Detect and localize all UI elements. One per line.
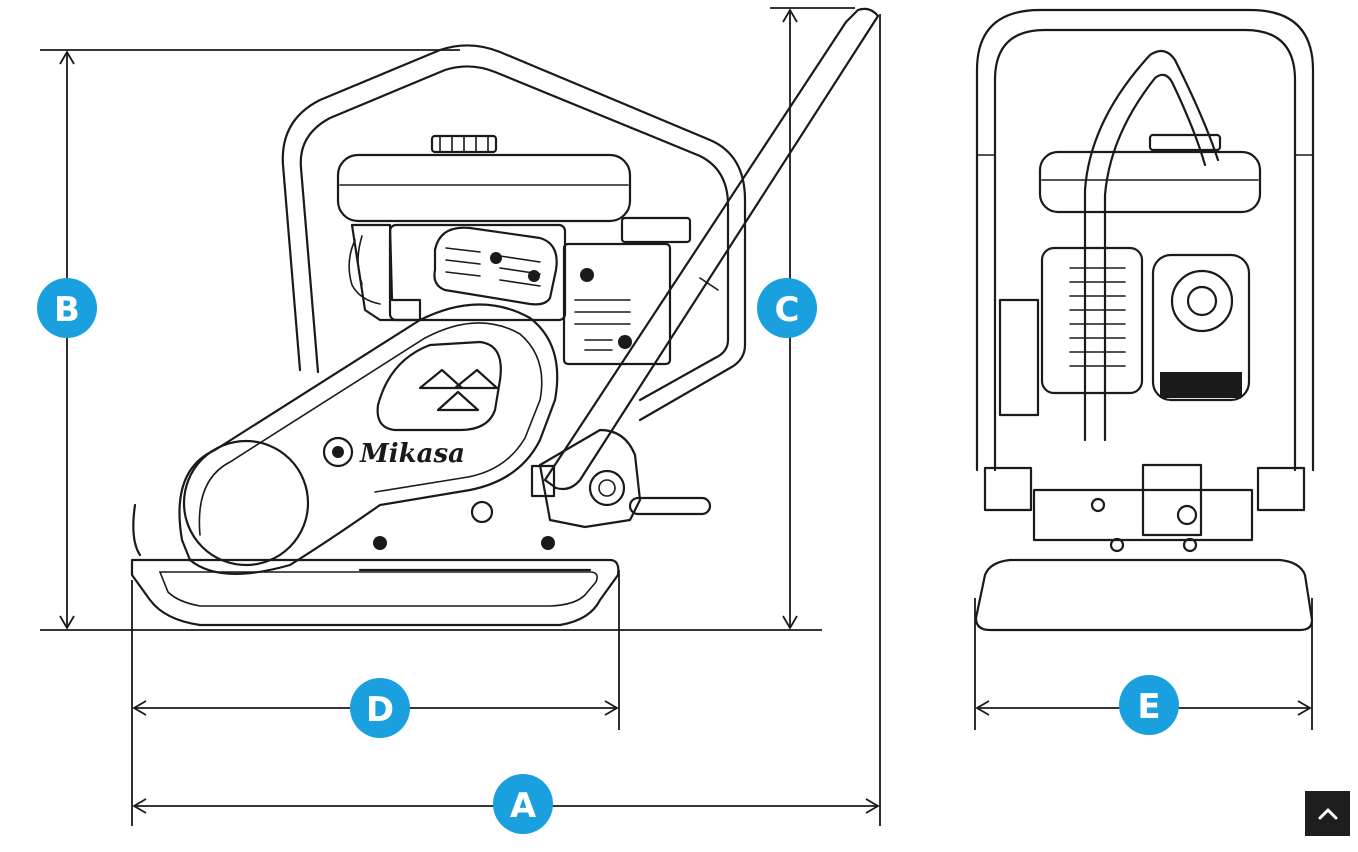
side-frame-outer [281, 44, 747, 422]
side-frame-inner [299, 65, 730, 402]
guide-handle [543, 7, 880, 491]
front-fuel-tank [1038, 150, 1262, 214]
chevron-up-icon [1318, 808, 1337, 819]
engine-body [350, 223, 422, 322]
front-handle [1083, 49, 1220, 442]
handle-pivot [588, 469, 626, 507]
front-view [974, 8, 1315, 632]
dimension-label-e: E [1137, 687, 1160, 727]
brand-emblem [418, 368, 499, 412]
fuel-tank [336, 153, 632, 223]
dimension-badge-a: A [493, 774, 553, 834]
muffler-shield [433, 226, 558, 306]
dimension-label-d: D [366, 690, 394, 730]
scroll-to-top-button[interactable] [1305, 791, 1350, 836]
front-base-plate [974, 558, 1314, 632]
pulley-cover [182, 439, 310, 567]
dimension-label-a: A [510, 786, 537, 826]
dimension-label-b: B [54, 290, 80, 330]
side-view: Mikasa [130, 7, 880, 627]
front-frame [975, 8, 1315, 472]
dimension-badge-b: B [37, 278, 97, 338]
base-plate [130, 558, 620, 627]
dimension-badge-d: D [350, 678, 410, 738]
brand-logo-text: Mikasa [359, 439, 465, 469]
dimension-label-c: C [775, 290, 800, 330]
recoil-starter [1151, 253, 1251, 402]
dimension-badge-e: E [1119, 675, 1179, 735]
logo-badge [322, 436, 354, 468]
air-cleaner [562, 242, 672, 366]
belt-cover [178, 303, 559, 575]
dimension-badge-c: C [757, 278, 817, 338]
